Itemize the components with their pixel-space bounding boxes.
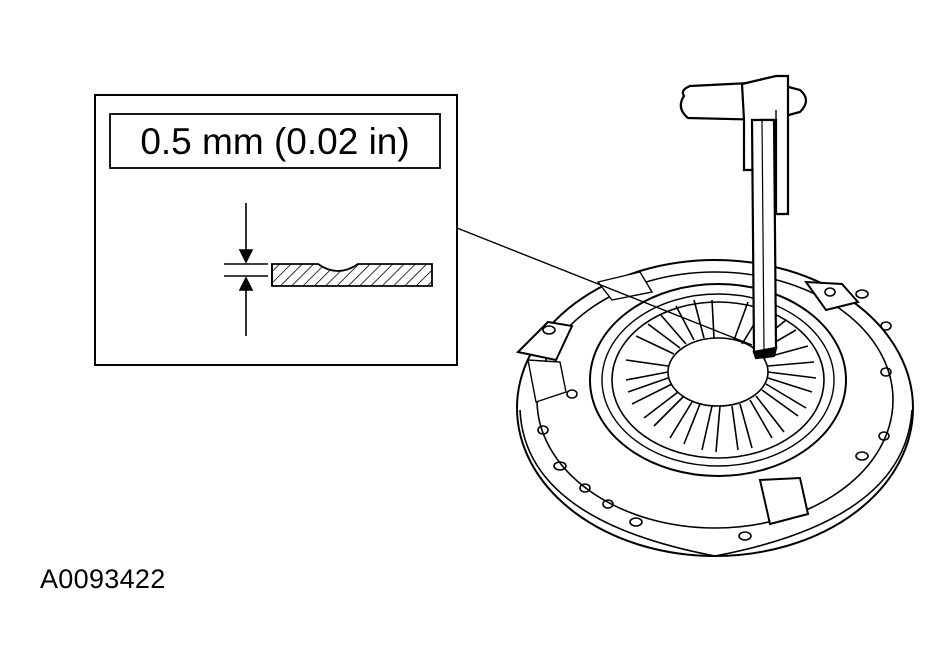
diaphragm-spring-outer [611,301,825,459]
leader-line [456,227,753,346]
pressure-plate [515,259,914,557]
mount-lug [758,476,810,526]
spec-label: 0.5 mm (0.02 in) [140,121,409,162]
bolt-holes [537,287,892,541]
wear-groove-section [271,263,433,287]
mount-lug [596,271,654,301]
dimension-marker [224,203,268,336]
figure-id: A0093422 [40,564,166,594]
mount-lug [515,320,574,362]
spec-label-box [109,113,441,169]
diaphragm-fingers [625,299,817,453]
depth-gauge [679,74,808,360]
detail-inset: 0.5 mm (0.02 in) [94,94,458,366]
mount-lug [527,359,567,403]
